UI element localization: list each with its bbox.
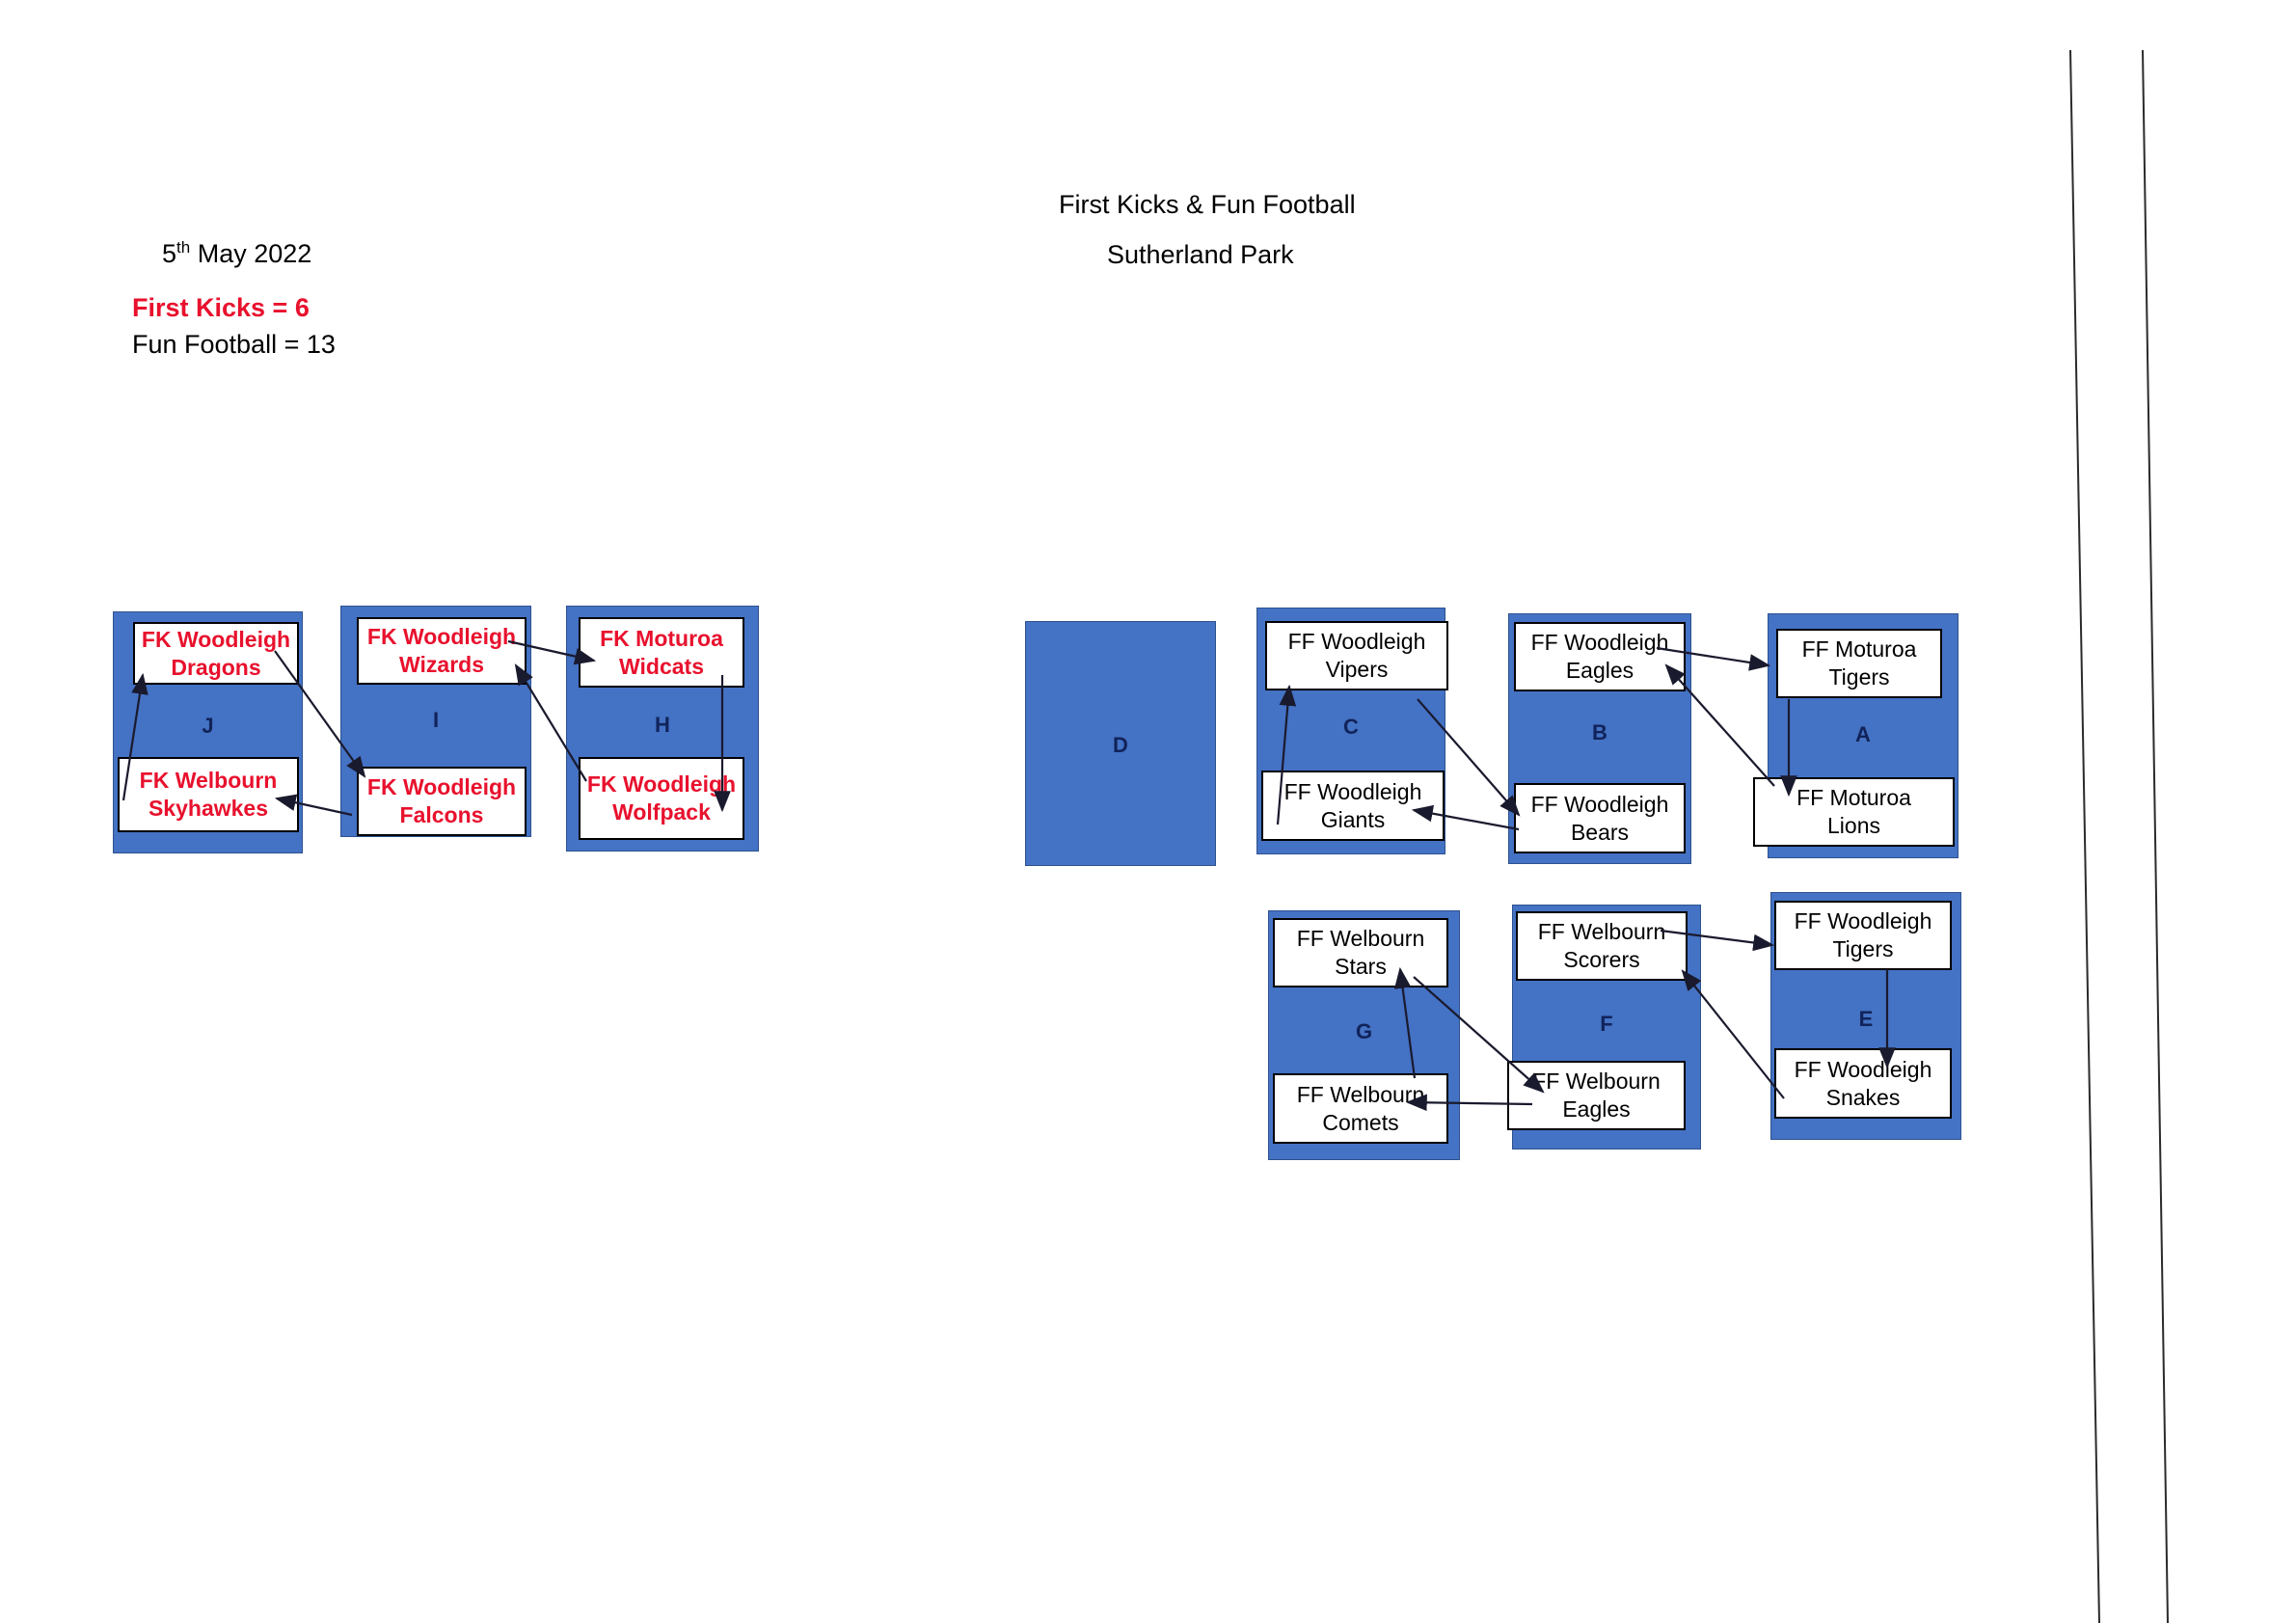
team-box-ff-moturoa-tigers[interactable]: FF Moturoa Tigers: [1776, 629, 1942, 698]
team-box-ff-woodleigh-tigers[interactable]: FF Woodleigh Tigers: [1774, 901, 1952, 970]
team-label: FF Woodleigh Bears: [1531, 791, 1669, 846]
team-line-1: FF Woodleigh: [1283, 778, 1422, 804]
team-box-ff-welbourn-comets[interactable]: FF Welbourn Comets: [1273, 1073, 1448, 1144]
team-box-ff-welbourn-stars[interactable]: FF Welbourn Stars: [1273, 918, 1448, 987]
team-line-1: FF Moturoa: [1796, 785, 1911, 811]
team-line-1: FK Woodleigh: [586, 771, 737, 798]
pitch-d-label: D: [1113, 733, 1128, 757]
team-box-ff-woodleigh-vipers[interactable]: FF Woodleigh Vipers: [1265, 621, 1448, 690]
team-line-1: FK Woodleigh: [141, 626, 291, 652]
team-line-2: Falcons: [399, 802, 484, 827]
team-label: FF Woodleigh Snakes: [1795, 1056, 1932, 1111]
team-line-2: Wizards: [399, 652, 484, 677]
team-line-1: FK Moturoa: [600, 625, 723, 651]
page-edge-line-left: [2069, 49, 2100, 1623]
team-line-2: Skyhawkes: [148, 796, 268, 821]
team-box-ff-welbourn-eagles[interactable]: FF Welbourn Eagles: [1507, 1061, 1686, 1130]
team-box-fk-woodleigh-wolfpack[interactable]: FK Woodleigh Wolfpack: [579, 757, 744, 840]
team-box-ff-woodleigh-eagles[interactable]: FF Woodleigh Eagles: [1514, 622, 1686, 691]
pitch-i-label: I: [432, 708, 440, 732]
team-line-1: FF Welbourn: [1296, 1081, 1425, 1107]
team-line-2: Dragons: [171, 654, 261, 680]
team-label: FF Welbourn Scorers: [1538, 918, 1666, 973]
team-line-2: Vipers: [1325, 657, 1389, 682]
team-line-1: FF Woodleigh: [1530, 630, 1669, 656]
team-label: FF Woodleigh Giants: [1284, 778, 1422, 833]
team-box-fk-woodleigh-wizards[interactable]: FK Woodleigh Wizards: [357, 617, 527, 685]
team-label: FK Woodleigh Falcons: [367, 773, 516, 828]
legend-fun-football-count: Fun Football = 13: [132, 330, 336, 359]
team-box-fk-moturoa-widcats[interactable]: FK Moturoa Widcats: [579, 617, 744, 688]
team-label: FF Moturoa Lions: [1796, 784, 1911, 839]
team-label: FF Woodleigh Tigers: [1795, 907, 1932, 962]
team-label: FF Moturoa Tigers: [1802, 636, 1917, 690]
team-box-ff-welbourn-scorers[interactable]: FF Welbourn Scorers: [1516, 911, 1688, 981]
pitch-j-label: J: [202, 714, 214, 738]
team-label: FF Woodleigh Eagles: [1531, 629, 1669, 684]
team-line-1: FF Moturoa: [1801, 636, 1917, 663]
team-label: FF Welbourn Comets: [1297, 1081, 1425, 1136]
team-box-ff-moturoa-lions[interactable]: FF Moturoa Lions: [1753, 777, 1955, 847]
legend-first-kicks-count: First Kicks = 6: [132, 293, 310, 322]
team-line-2: Widcats: [619, 653, 704, 679]
team-label: FK Woodleigh Dragons: [142, 626, 290, 681]
team-box-fk-welbourn-skyhawkes[interactable]: FK Welbourn Skyhawkes: [118, 757, 299, 832]
page-edge-line-right: [2142, 49, 2169, 1623]
team-line-2: Scorers: [1563, 947, 1640, 972]
team-box-ff-woodleigh-bears[interactable]: FF Woodleigh Bears: [1514, 783, 1686, 853]
team-line-2: Eagles: [1562, 1096, 1631, 1122]
pitch-a-label: A: [1855, 722, 1871, 746]
team-label: FF Welbourn Eagles: [1532, 1068, 1661, 1123]
pitch-g-label: G: [1355, 1019, 1373, 1043]
date-label: 5th May 2022: [162, 239, 311, 269]
team-line-1: FK Woodleigh: [366, 774, 517, 800]
team-line-2: Bears: [1570, 819, 1630, 845]
pitch-b-label: B: [1592, 720, 1607, 744]
team-line-2: Stars: [1335, 954, 1387, 979]
team-line-1: FK Woodleigh: [366, 624, 517, 650]
pitch-d[interactable]: D: [1025, 621, 1216, 866]
team-label: FK Woodleigh Wolfpack: [587, 771, 736, 825]
team-label: FF Woodleigh Vipers: [1288, 628, 1426, 683]
team-line-1: FF Welbourn: [1296, 926, 1425, 952]
team-line-2: Tigers: [1828, 664, 1890, 690]
team-line-2: Lions: [1827, 813, 1880, 838]
pitch-e-label: E: [1858, 1007, 1874, 1031]
team-line-1: FF Welbourn: [1537, 919, 1666, 945]
date-ordinal: th: [176, 238, 191, 257]
page-title: First Kicks & Fun Football: [1059, 190, 1356, 219]
team-line-2: Eagles: [1565, 658, 1634, 683]
team-line-1: FK Welbourn: [139, 768, 278, 794]
team-label: FF Welbourn Stars: [1297, 925, 1425, 980]
team-line-1: FF Woodleigh: [1794, 908, 1932, 934]
team-line-1: FF Welbourn: [1532, 1068, 1661, 1095]
team-line-2: Comets: [1322, 1109, 1399, 1135]
team-box-fk-woodleigh-falcons[interactable]: FK Woodleigh Falcons: [357, 767, 527, 836]
pitch-c-label: C: [1343, 715, 1359, 739]
team-line-2: Wolfpack: [612, 799, 711, 825]
team-label: FK Woodleigh Wizards: [367, 623, 516, 678]
team-line-2: Giants: [1320, 806, 1386, 832]
team-box-fk-woodleigh-dragons[interactable]: FK Woodleigh Dragons: [133, 622, 299, 685]
team-line-2: Snakes: [1825, 1084, 1901, 1110]
team-line-2: Tigers: [1832, 936, 1894, 961]
pitch-h-label: H: [655, 713, 670, 737]
date-day: 5: [162, 239, 177, 268]
date-month-year: May 2022: [190, 239, 312, 268]
team-label: FK Welbourn Skyhawkes: [140, 767, 278, 822]
team-line-1: FF Woodleigh: [1287, 629, 1426, 655]
team-label: FK Moturoa Widcats: [600, 625, 723, 680]
team-line-1: FF Woodleigh: [1530, 791, 1669, 817]
venue-subtitle: Sutherland Park: [1107, 240, 1294, 269]
team-box-ff-woodleigh-giants[interactable]: FF Woodleigh Giants: [1261, 771, 1445, 841]
pitch-f-label: F: [1600, 1012, 1613, 1036]
team-box-ff-woodleigh-snakes[interactable]: FF Woodleigh Snakes: [1774, 1048, 1952, 1119]
team-line-1: FF Woodleigh: [1794, 1056, 1932, 1082]
